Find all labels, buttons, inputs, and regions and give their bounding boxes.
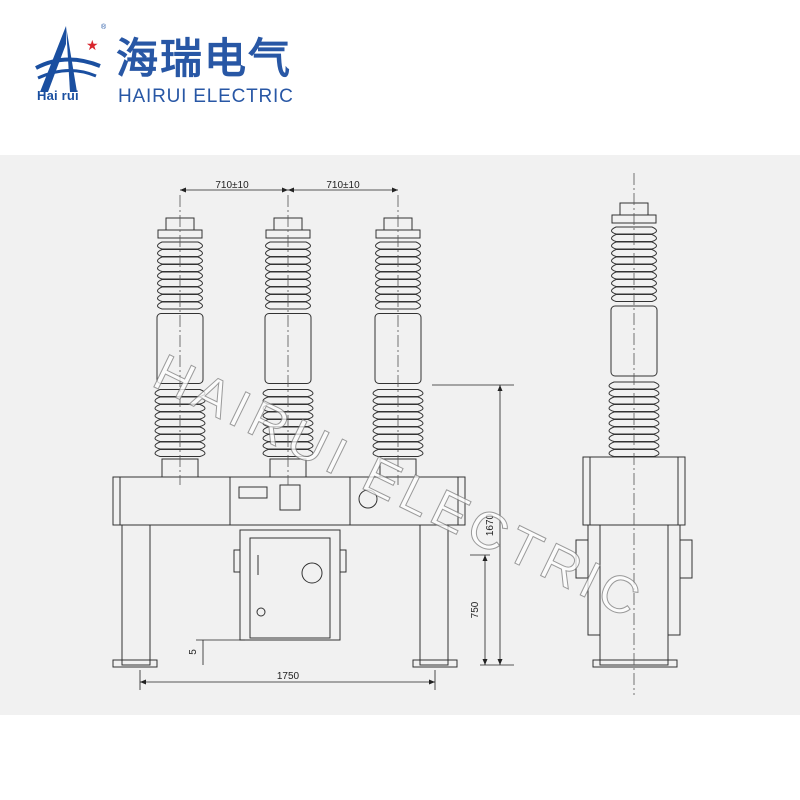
breaker-outline-drawing: 710±10 710±10 1670 750 5 1750 HAIRUI ELE…: [112, 173, 693, 695]
brand-name-chinese: 海瑞电气: [116, 34, 293, 83]
insulator-shed: [265, 301, 311, 310]
dim-frame-height: 750: [470, 601, 481, 618]
insulator-shed: [262, 449, 314, 457]
dim-pole-spacing-left: 710±10: [215, 180, 249, 191]
insulator-shed: [611, 294, 657, 302]
technical-drawing: 710±10 710±10 1670 750 5 1750 HAIRUI ELE…: [0, 155, 800, 715]
side-frame: [575, 456, 693, 668]
registered-mark: ®: [101, 24, 107, 31]
logo-caption: Hai rui: [37, 88, 79, 103]
brand-name-english: HAIRUI ELECTRIC: [118, 86, 294, 107]
dim-pole-spacing-right: 710±10: [326, 180, 360, 191]
insulator-shed: [375, 301, 421, 310]
hairui-logo-icon: ★: [35, 26, 101, 92]
insulator-shed: [372, 449, 424, 457]
front-frame: [112, 476, 466, 668]
dim-base-offset: 5: [188, 649, 199, 655]
svg-text:★: ★: [86, 37, 99, 53]
center-lines: [179, 173, 635, 695]
dim-total-height: 1670: [485, 513, 496, 536]
insulator-shed: [154, 449, 206, 457]
brand-header: ★ ® Hai rui 海瑞电气 HAIRUI ELECTRIC: [0, 0, 800, 155]
watermark: HAIRUI ELECTRIC: [145, 344, 654, 632]
dim-base-width: 1750: [277, 671, 300, 682]
dimension-lines: [139, 189, 514, 690]
dimension-arrows: [140, 187, 503, 685]
insulator-shed: [157, 301, 203, 310]
pole-insulator-right: [372, 217, 424, 478]
